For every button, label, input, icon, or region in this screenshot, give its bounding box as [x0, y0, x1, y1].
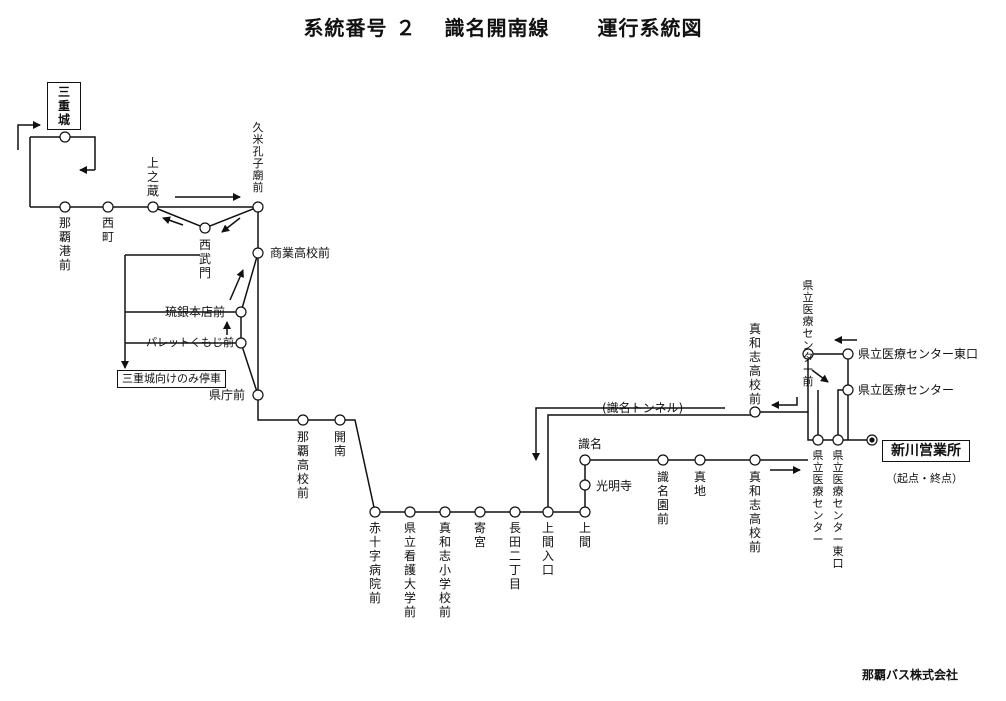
label-tunnel: (識名トンネル) — [602, 401, 684, 415]
stop-mawashi-sho — [439, 506, 451, 518]
label-iryo: 県立医療センター — [858, 383, 955, 397]
stop-iryo-mae — [802, 348, 814, 360]
label-kencho: 県庁前 — [209, 388, 246, 402]
arrow-to-center-upper — [771, 397, 798, 409]
label-uema-iriguchi: 上間入口 — [541, 521, 554, 577]
line-kencho-down — [257, 395, 376, 513]
label-iryo-v1: 県立医療センター — [812, 449, 824, 546]
label-shikina: 識名 — [578, 437, 603, 451]
stop-pallet — [235, 337, 247, 349]
stop-mawashi-koko-lower — [749, 454, 761, 466]
arrow-center-diag — [811, 369, 829, 383]
label-machi: 真地 — [693, 470, 706, 498]
stop-kume — [252, 201, 264, 213]
label-mawashi-sho: 真和志小学校前 — [438, 521, 451, 619]
label-naha-koko: 那覇高校前 — [296, 430, 309, 500]
mieshiro-box: 三重城 — [47, 82, 81, 130]
label-nagata: 長田二丁目 — [508, 521, 521, 591]
label-shogyo: 商業高校前 — [270, 246, 331, 260]
label-origin-terminal: （起点・終点） — [886, 472, 963, 485]
stop-shikinaen — [657, 454, 669, 466]
label-pallet: パレットくもじ前 — [146, 336, 234, 349]
stop-nishimon — [199, 222, 211, 234]
arrow-nishimon-right — [221, 217, 241, 233]
route-number: 系統番号 ２ — [303, 16, 417, 40]
stop-iryo-higashi — [842, 348, 854, 360]
stop-nagata — [509, 506, 521, 518]
stop-uema-iriguchi — [542, 506, 554, 518]
label-kainan: 開南 — [333, 430, 346, 458]
line-pallet-branch — [240, 252, 259, 396]
stop-kaminokura — [147, 201, 159, 213]
line-tunnel-left — [532, 407, 545, 461]
line-center-verticals — [817, 389, 848, 440]
line-uema-iriguchi-up — [547, 414, 755, 512]
stop-kango — [404, 506, 416, 518]
stop-yorimiya — [474, 506, 486, 518]
label-yorimiya: 寄宮 — [473, 521, 486, 549]
label-shinkawa: 新川営業所 — [882, 440, 970, 462]
publisher: 那覇バス株式会社 — [861, 668, 958, 682]
arrow-nishimon-left — [162, 216, 184, 226]
diagram-caption: 運行系統図 — [597, 16, 703, 40]
stop-shogyo — [252, 247, 264, 259]
label-kume: 久米孔子廟前 — [252, 121, 264, 194]
stop-shikina — [579, 454, 591, 466]
label-iryo-higashi: 県立医療センター東口 — [858, 347, 979, 361]
stop-mieshiro — [59, 131, 71, 143]
diagram-title: 系統番号 ２ 識名開南線 運行系統図 — [0, 12, 1006, 41]
label-nishimon: 西武門 — [198, 238, 211, 280]
stop-kainan — [334, 414, 346, 426]
stop-ryugin — [235, 306, 247, 318]
label-mawashi-koko-upper: 真和志高校前 — [748, 322, 761, 406]
stop-sekijuji — [369, 506, 381, 518]
line-mieshiro-loop — [29, 135, 96, 207]
stop-shinkawa-inner — [869, 437, 875, 443]
stop-iryo-v1 — [812, 434, 824, 446]
label-mieshiro-only: 三重城向けのみ停車 — [117, 370, 226, 388]
label-nishimachi: 西町 — [101, 216, 114, 244]
stop-nishimachi — [102, 201, 114, 213]
stop-komyoji — [579, 479, 591, 491]
stop-naha-port — [59, 201, 71, 213]
label-komyoji: 光明寺 — [596, 479, 633, 493]
label-sekijuji: 赤十字病院前 — [368, 521, 381, 605]
label-ryugin: 琉銀本店前 — [165, 305, 226, 319]
stop-uema — [579, 506, 591, 518]
label-uema: 上間 — [578, 521, 591, 549]
stop-iryo — [842, 384, 854, 396]
label-naha-port: 那覇港前 — [58, 216, 71, 272]
line-mieshiro-only — [124, 254, 241, 360]
label-mieshiro: 三重城 — [57, 85, 70, 127]
stop-machi — [694, 454, 706, 466]
label-mawashi-koko-lower: 真和志高校前 — [748, 470, 761, 554]
stop-mawashi-koko-upper — [749, 406, 761, 418]
route-name: 識名開南線 — [444, 16, 550, 40]
label-iryo-v2: 県立医療センター東口 — [832, 449, 844, 570]
arrow-ryugin — [229, 269, 244, 301]
line-center-to-shinkawa — [807, 412, 872, 441]
label-iryo-mae: 県立医療センター前 — [802, 279, 814, 388]
stop-naha-koko — [297, 414, 309, 426]
stop-iryo-v2 — [832, 434, 844, 446]
label-kaminokura: 上之蔵 — [146, 156, 159, 198]
label-shikinaen: 識名園前 — [656, 470, 669, 526]
stop-kencho — [252, 389, 264, 401]
label-kango: 県立看護大学前 — [403, 521, 416, 619]
arrow-left-top — [17, 121, 41, 150]
